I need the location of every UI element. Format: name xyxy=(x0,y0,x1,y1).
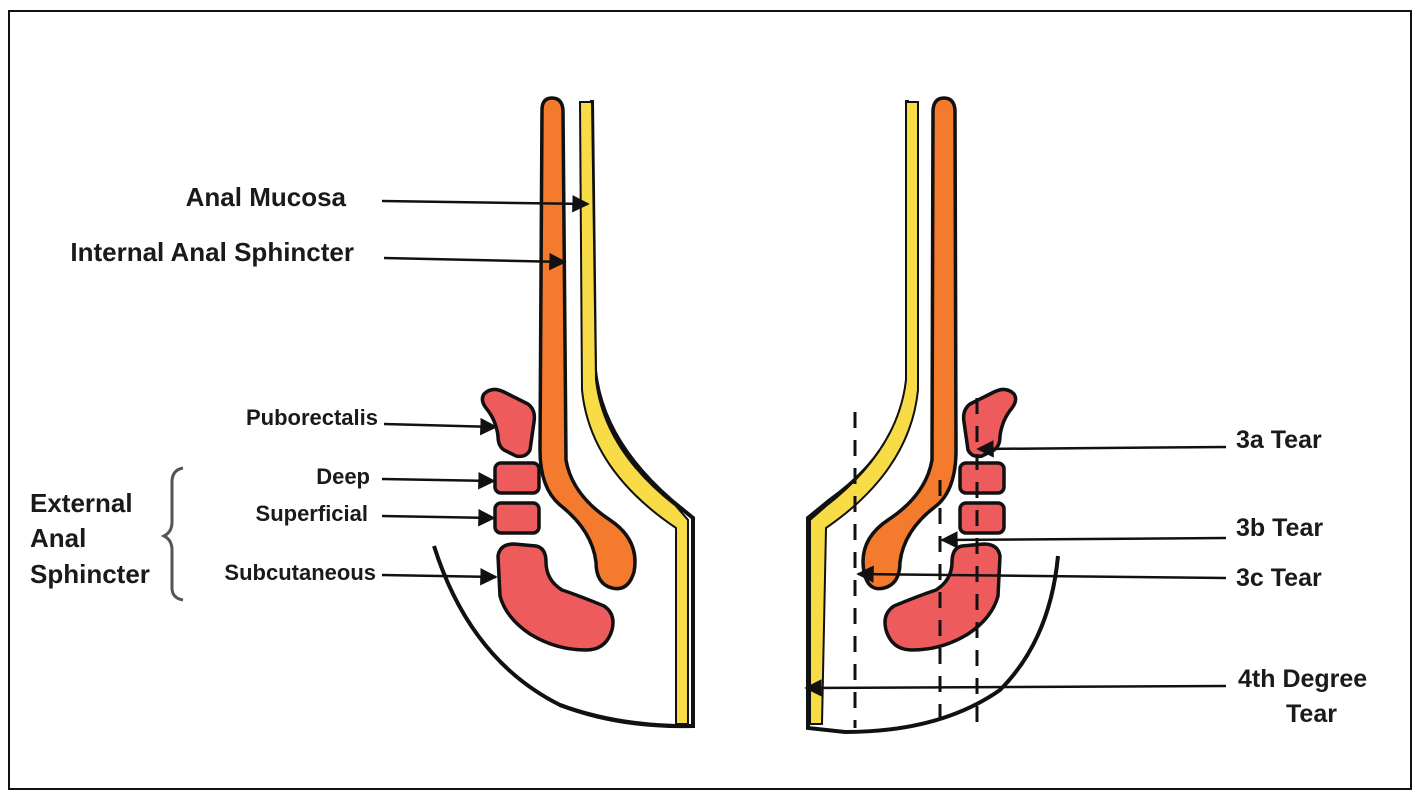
label-anal-mucosa: Anal Mucosa xyxy=(186,182,347,212)
left-superficial-sphincter xyxy=(495,503,539,533)
right-anatomy xyxy=(808,98,1058,732)
arrow-subcutaneous xyxy=(382,575,496,577)
left-labels: Anal Mucosa Internal Anal Sphincter Pubo… xyxy=(30,182,378,589)
label-3b-tear: 3b Tear xyxy=(1236,514,1323,542)
label-external-line3: Sphincter xyxy=(30,559,150,589)
arrow-superficial xyxy=(382,516,494,518)
label-external-line1: External xyxy=(30,488,133,518)
external-sphincter-brace xyxy=(164,468,183,600)
right-puborectalis xyxy=(964,389,1016,456)
label-puborectalis: Puborectalis xyxy=(246,405,378,430)
right-labels: 3a Tear 3b Tear 3c Tear 4th Degree Tear xyxy=(1236,426,1367,728)
left-deep-sphincter xyxy=(495,463,539,493)
label-superficial: Superficial xyxy=(256,501,368,526)
right-superficial-sphincter xyxy=(960,503,1004,533)
label-4th-degree-line1: 4th Degree xyxy=(1238,665,1367,693)
arrow-3c-tear xyxy=(858,574,1226,578)
label-deep: Deep xyxy=(316,464,370,489)
label-internal-anal-sphincter: Internal Anal Sphincter xyxy=(70,237,354,267)
label-subcutaneous: Subcutaneous xyxy=(224,560,376,585)
left-puborectalis xyxy=(482,389,534,456)
arrow-puborectalis xyxy=(384,424,496,427)
arrow-deep xyxy=(382,479,494,481)
arrow-3b-tear xyxy=(942,538,1226,540)
left-skin-bottom xyxy=(560,705,693,726)
label-3c-tear: 3c Tear xyxy=(1236,564,1322,592)
arrow-internal-sphincter xyxy=(384,258,565,262)
left-anatomy xyxy=(434,98,693,726)
arrow-3a-tear xyxy=(978,447,1226,449)
label-4th-degree-line2: Tear xyxy=(1286,700,1337,728)
right-subcutaneous-sphincter xyxy=(885,544,1000,650)
right-deep-sphincter xyxy=(960,463,1004,493)
label-3a-tear: 3a Tear xyxy=(1236,426,1322,454)
label-external-line2: Anal xyxy=(30,523,86,553)
arrow-4th-degree-tear xyxy=(806,686,1226,688)
